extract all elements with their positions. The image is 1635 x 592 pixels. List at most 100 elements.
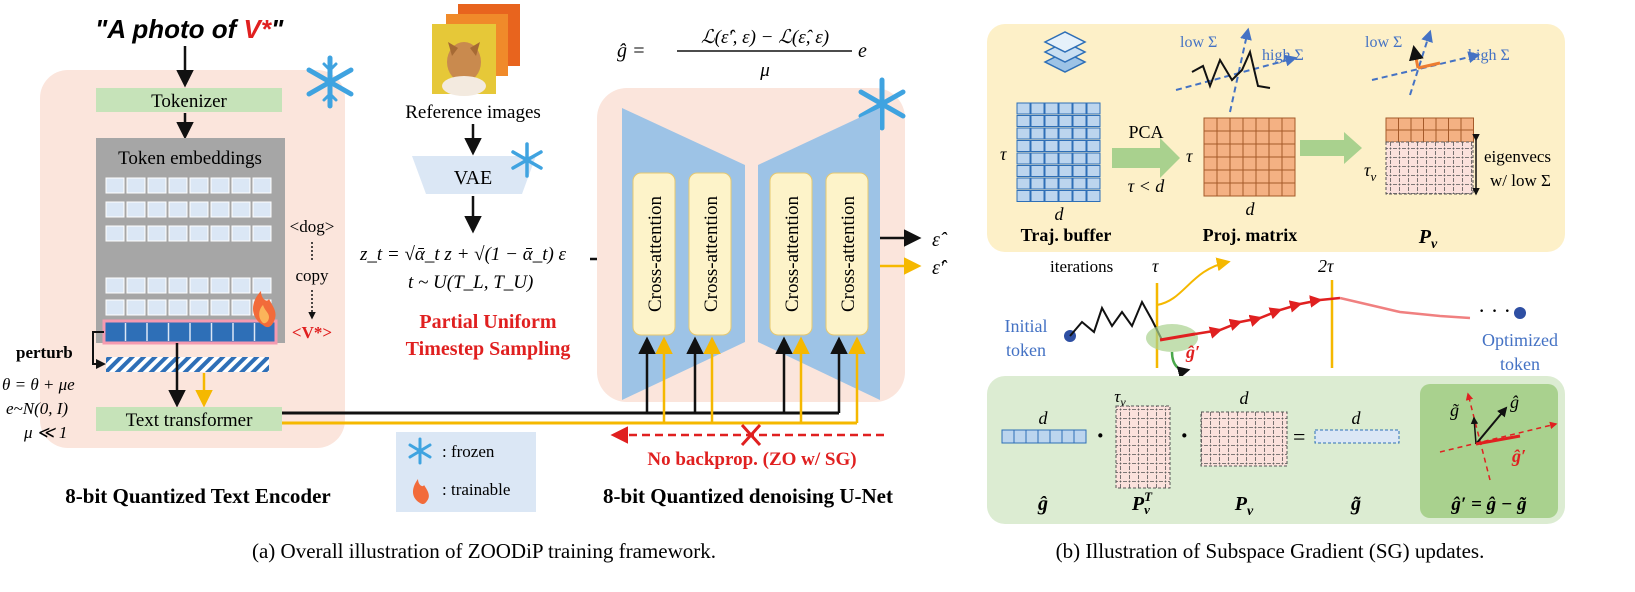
unet-title: 8-bit Quantized denoising U-Net [603,484,893,508]
d-proj-label: d [1246,199,1256,219]
middle-section: Reference images VAE z_t = √ᾱ_t z + √(1 … [359,4,626,512]
traj-buffer-cell [1086,152,1101,165]
proj-matrix-cell [1203,156,1218,171]
condition-risers [638,336,866,423]
cross-attention-label: Cross-attention [782,195,803,312]
embedding-cell [189,225,209,242]
embedding-cell [210,201,230,218]
proj-matrix-cell [1281,182,1296,197]
embedding-cell [147,225,167,242]
traj-buffer-label: Traj. buffer [1021,225,1112,245]
traj-buffer-cell [1072,115,1087,127]
proj-matrix-cell [1268,130,1283,145]
g-tilde-sketch-label: g̃ [1450,400,1460,420]
g-hat-cell [1073,429,1087,444]
pca-arrow [1112,138,1180,178]
trajectory-buffer [1016,102,1101,202]
embedding-cell [105,177,125,194]
g-hat-cell [1025,429,1039,444]
p-nu-low-sigma-block [1385,141,1474,195]
caption-b: (b) Illustration of Subspace Gradient (S… [1056,539,1485,563]
p-nu-top-cell [1460,129,1474,143]
tokenizer-label: Tokenizer [151,91,227,112]
two-tau-label: 2τ [1318,256,1334,276]
d-pnu-bottom: d [1240,388,1250,408]
tau-proj-label: τ [1186,146,1193,166]
embedding-cell [231,177,251,194]
proj-matrix-cell [1242,130,1257,145]
eigenvecs-label: eigenvecs [1484,147,1551,166]
traj-buffer-cell [1044,190,1059,202]
legend-snowflake-icon [408,437,432,465]
optimization-trajectory: iterations τ 2τ · · · ĝ′ Initial token O… [1005,256,1558,379]
p-nu-matrix [1385,117,1474,195]
g-hat-vector [1001,429,1087,444]
proj-matrix-cell [1203,169,1218,184]
sampling-label-1: Partial Uniform [419,311,557,333]
g-hat-sketch-label: ĝ [1510,392,1519,412]
equation-e: e~N(0, I) [6,399,68,418]
proj-matrix-cell [1229,117,1244,132]
tau-lt-d-label: τ < d [1128,176,1166,196]
g-tilde-vector [1314,429,1400,444]
proj-matrix-cell [1203,117,1218,132]
gradient-rhs: e [858,40,867,62]
zt-equation: z_t = √ᾱ_t z + √(1 − ᾱ_t) ε [359,244,567,265]
initial-token-label-1: Initial [1005,316,1048,336]
p-nu-transpose-matrix [1115,405,1171,489]
traj-buffer-cell [1086,102,1101,115]
optimized-token-label-2: token [1500,354,1540,374]
green-arrow-2 [1300,132,1362,164]
p-nu-top-cell [1385,129,1399,143]
pca-sketch-trajectory [1175,27,1298,113]
proj-matrix-cell [1216,117,1231,132]
p-nu-bottom-matrix [1200,411,1288,467]
traj-buffer-cell [1030,127,1045,140]
traj-buffer-cell [1058,102,1073,115]
embedding-cell [252,225,272,242]
g-tilde-label: g̃ [1350,493,1362,515]
token-embeddings-label: Token embeddings [118,148,262,169]
proj-matrix-cell [1242,117,1257,132]
proj-matrix-cell [1229,130,1244,145]
low-sigma-label-1: low Σ [1180,34,1217,51]
optimized-token-label-1: Optimized [1482,330,1558,350]
traj-buffer-cell [1030,152,1045,165]
p-nu-top-cell [1398,117,1412,131]
proj-matrix-cell [1242,182,1257,197]
tau-iter-label: τ [1152,256,1159,276]
pca-sketch-basis [1371,29,1481,96]
traj-buffer-cell [1030,190,1045,202]
p-nu-top-cell [1435,129,1449,143]
proj-matrix-cell [1242,169,1257,184]
embedding-cell [147,277,167,294]
traj-buffer-cell [1058,127,1073,140]
embedding-cell [147,201,167,218]
traj-buffer-cell [1030,140,1045,152]
dog-label: <dog> [290,217,335,236]
proj-matrix-cell [1268,117,1283,132]
proj-matrix-cell [1268,182,1283,197]
gradient-denominator: μ [759,60,770,81]
embedding-cell [168,225,188,242]
traj-buffer-cell [1086,190,1101,202]
proj-matrix-cell [1216,169,1231,184]
embedding-cell [168,277,188,294]
legend-trainable-label: : trainable [442,480,510,499]
cross-attention-label: Cross-attention [645,195,666,312]
reference-images-label: Reference images [405,102,541,123]
traj-buffer-cell [1086,140,1101,152]
p-nu-top-cell [1423,117,1437,131]
traj-buffer-cell [1044,177,1059,190]
proj-matrix-cell [1203,182,1218,197]
w-low-sigma-label: w/ low Σ [1490,171,1551,190]
embedding-cell [210,299,230,316]
pca-label: PCA [1128,122,1163,142]
gradient-lhs: ĝ = [617,40,646,62]
proj-matrix-cell [1281,130,1296,145]
traj-buffer-cell [1072,165,1087,177]
proj-matrix-cell [1203,143,1218,158]
no-backprop-cross-icon [740,423,762,447]
proj-matrix-cell [1268,143,1283,158]
